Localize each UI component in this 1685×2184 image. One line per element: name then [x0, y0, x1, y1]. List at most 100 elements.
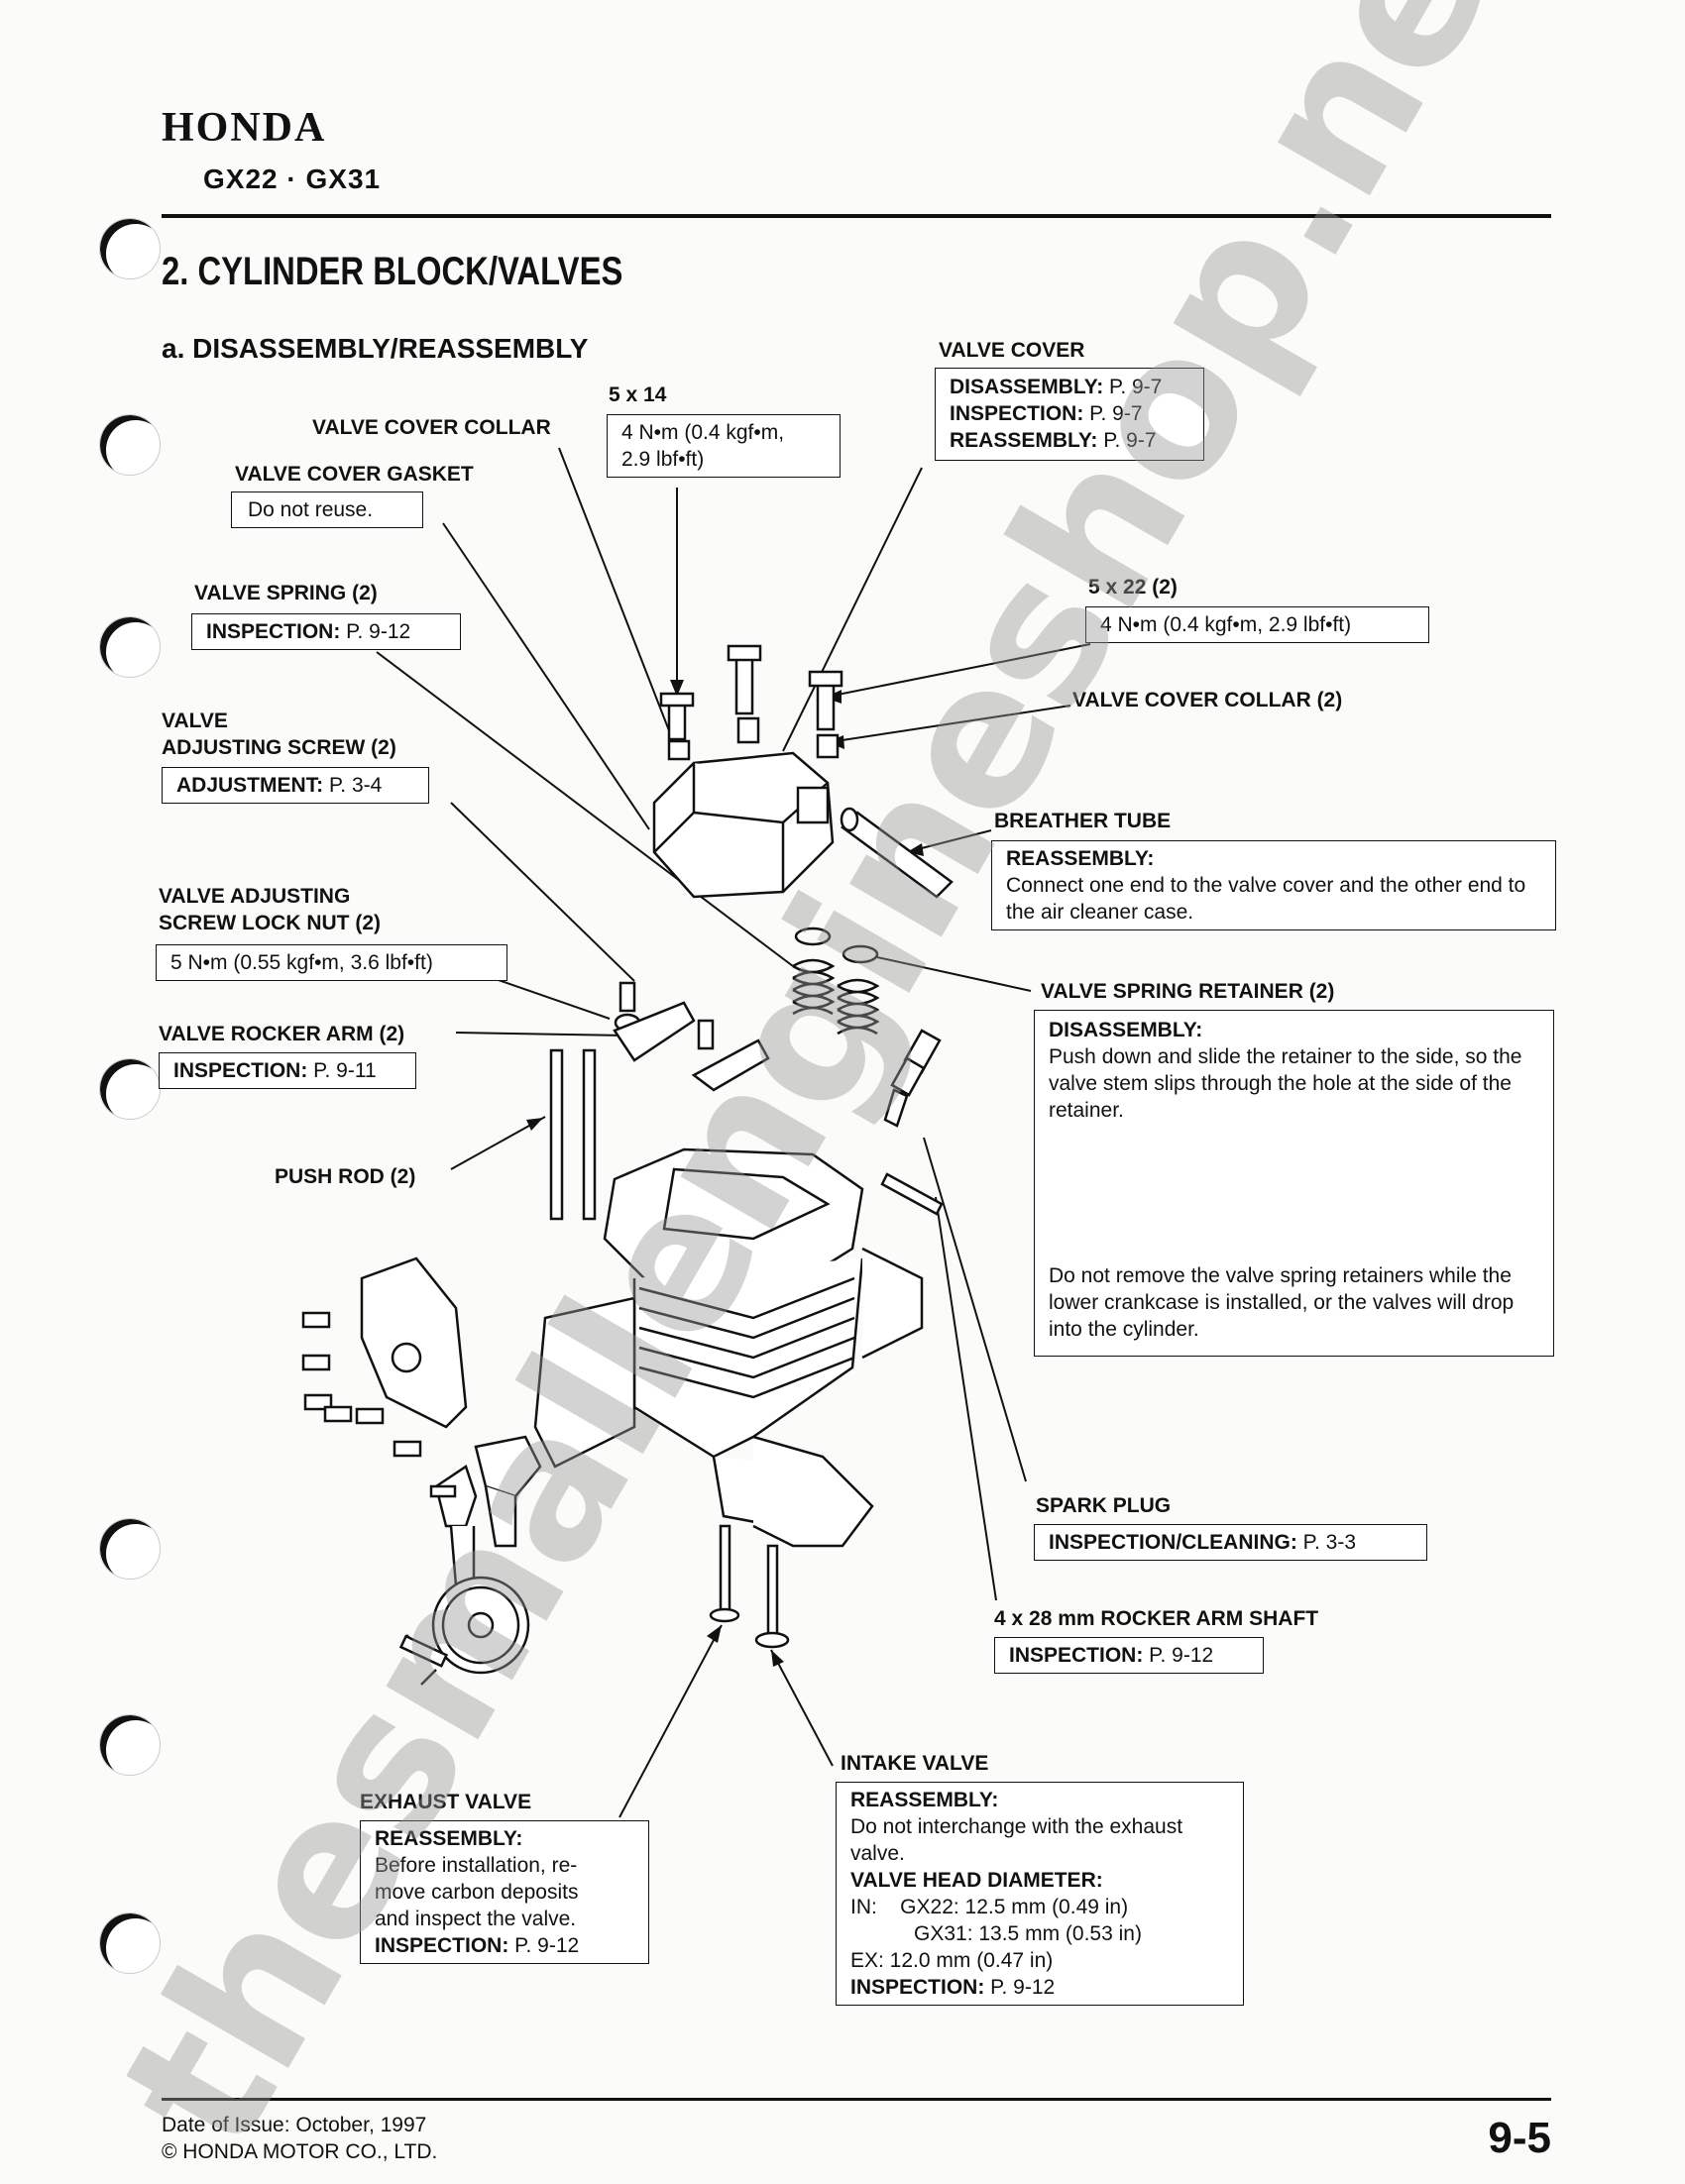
intake-valve-inspection-head: INSPECTION:: [850, 1976, 985, 1999]
cam-gear: [398, 1576, 530, 1686]
valve-spring-retainer-note: Do not remove the valve spring retainers…: [1049, 1264, 1515, 1341]
leader-lines: [376, 447, 1091, 1818]
bolt-5x22-torque-box: 4 N•m (0.4 kgf•m, 2.9 lbf•ft): [1085, 606, 1429, 643]
exhaust-valve-inspection-head: INSPECTION:: [375, 1934, 509, 1957]
valve-cover-gasket-note-text: Do not reuse.: [248, 498, 374, 521]
spark-plug-inspection-ref: P. 3-3: [1296, 1531, 1356, 1554]
valve-spring-retainer-disassembly-head: DISASSEMBLY:: [1049, 1019, 1203, 1041]
valve-adjusting-screw-adjustment-ref: P. 3-4: [323, 774, 383, 797]
cylinder-block: [533, 1147, 924, 1548]
valve-cover-box: DISASSEMBLY: P. 9-7 INSPECTION: P. 9-7 R…: [935, 368, 1204, 461]
valve-springs: [792, 927, 880, 1036]
intake-valve-inspection-ref: P. 9-12: [984, 1976, 1056, 1999]
section-title: 2. CYLINDER BLOCK/VALVES: [162, 250, 623, 293]
intake-valve-label: INTAKE VALVE: [841, 1752, 989, 1775]
spark-plug-inspection-head: INSPECTION/CLEANING:: [1049, 1531, 1297, 1554]
bolt-5x14-torque-line1: 4 N•m (0.4 kgf•m,: [621, 421, 785, 444]
valve-cover-gasket-label: VALVE COVER GASKET: [235, 463, 474, 486]
cam-followers: [429, 1435, 542, 1587]
binder-hole: [99, 1058, 161, 1120]
rocker-shaft-inspection-head: INSPECTION:: [1009, 1644, 1144, 1667]
rocker-arm-box: INSPECTION: P. 9-11: [159, 1052, 416, 1089]
bolt-5x22-torque: 4 N•m (0.4 kgf•m, 2.9 lbf•ft): [1100, 613, 1352, 636]
exhaust-valve-label: EXHAUST VALVE: [360, 1791, 532, 1813]
lock-nut-torque-box: 5 N•m (0.55 kgf•m, 3.6 lbf•ft): [156, 944, 507, 981]
exhaust-valve-line-1: Before installation, re-: [375, 1854, 578, 1877]
intake-valve-instruction: Do not interchange with the exhaust valv…: [850, 1815, 1183, 1865]
valve-cover-reassembly-ref: P. 9-7: [1097, 429, 1157, 452]
bolt-5x14-torque-box: 4 N•m (0.4 kgf•m, 2.9 lbf•ft): [607, 414, 841, 478]
breather-tube: [840, 807, 954, 899]
spark-plug-box: INSPECTION/CLEANING: P. 3-3: [1034, 1524, 1427, 1561]
rocker-shaft-inspection-ref: P. 9-12: [1143, 1644, 1214, 1667]
model-names: GX22 · GX31: [203, 164, 382, 194]
valve-cover-inspection-ref: P. 9-7: [1083, 402, 1143, 425]
bolt-5x14-torque-line2: 2.9 lbf•ft): [621, 448, 705, 471]
valve-adjusting-screw-box: ADJUSTMENT: P. 3-4: [162, 767, 429, 804]
breather-tube-reassembly-head: REASSEMBLY:: [1006, 847, 1155, 870]
valve-cover-disassembly-ref: P. 9-7: [1103, 376, 1163, 398]
intake-valve-reassembly-head: REASSEMBLY:: [850, 1789, 999, 1811]
valve-cover-collar-label: VALVE COVER COLLAR: [312, 416, 551, 439]
exhaust-valve-box: REASSEMBLY: Before installation, re- mov…: [360, 1820, 649, 1964]
sub-title: a. DISASSEMBLY/REASSEMBLY: [162, 333, 589, 364]
binder-hole: [99, 1912, 161, 1974]
footer-rule: [162, 2098, 1551, 2101]
intake-valve-box: REASSEMBLY: Do not interchange with the …: [836, 1782, 1244, 2006]
rocker-shaft-box: INSPECTION: P. 9-12: [994, 1637, 1264, 1674]
valves: [709, 1524, 790, 1649]
rocker-arm-shaft: [880, 1172, 944, 1216]
valve-spring-inspection-ref: P. 9-12: [340, 620, 411, 643]
copyright: © HONDA MOTOR CO., LTD.: [162, 2140, 438, 2163]
exhaust-valve-inspection-ref: P. 9-12: [508, 1934, 580, 1957]
valve-cover-collar-2-label: VALVE COVER COLLAR (2): [1072, 689, 1343, 711]
rocker-arm-inspection-ref: P. 9-11: [307, 1059, 377, 1082]
valve-cover-inspection-head: INSPECTION:: [950, 402, 1084, 425]
valve-adjusting-screw-title-2: ADJUSTING SCREW (2): [162, 736, 396, 759]
brand-logo: HONDA: [162, 105, 327, 151]
valve-cover-bolts: [659, 644, 843, 761]
exhaust-valve-reassembly-head: REASSEMBLY:: [375, 1827, 523, 1850]
exhaust-diameter: EX: 12.0 mm (0.47 in): [850, 1949, 1054, 1972]
binder-hole: [99, 1518, 161, 1580]
intake-diameter-gx31: GX31: 13.5 mm (0.53 in): [914, 1922, 1142, 1945]
intake-diameter-gx22: IN: GX22: 12.5 mm (0.49 in): [850, 1896, 1129, 1918]
push-rod-label: PUSH ROD (2): [275, 1165, 416, 1188]
spark-plug-label: SPARK PLUG: [1036, 1494, 1172, 1517]
exhaust-valve-line-2: move carbon deposits: [375, 1881, 579, 1904]
exhaust-valve-line-3: and inspect the valve.: [375, 1908, 577, 1930]
valve-cover-label: VALVE COVER: [939, 339, 1085, 362]
breather-tube-instruction: Connect one end to the valve cover and t…: [1006, 874, 1526, 924]
rocker-arm-inspection-head: INSPECTION:: [173, 1059, 308, 1082]
valve-cover-reassembly-head: REASSEMBLY:: [950, 429, 1098, 452]
valve-spring-retainer-label: VALVE SPRING RETAINER (2): [1041, 980, 1335, 1003]
valve-spring-box: INSPECTION: P. 9-12: [191, 613, 461, 650]
bolt-5x14-label: 5 x 14: [609, 383, 667, 406]
crankcase-cover: [360, 1256, 468, 1429]
valve-cover: [652, 751, 835, 899]
valve-spring-retainer-instruction: Push down and slide the retainer to the …: [1049, 1045, 1522, 1122]
breather-tube-label: BREATHER TUBE: [994, 810, 1172, 832]
valve-adjusting-screw-label: VALVE ADJUSTING SCREW (2): [162, 708, 396, 761]
lock-nut-title-1: VALVE ADJUSTING: [159, 885, 351, 908]
lock-nut-label: VALVE ADJUSTING SCREW LOCK NUT (2): [159, 883, 381, 936]
valve-cover-disassembly-head: DISASSEMBLY:: [950, 376, 1104, 398]
breather-tube-box: REASSEMBLY: Connect one end to the valve…: [991, 840, 1556, 930]
header-rule: [162, 214, 1551, 218]
lock-nut-torque: 5 N•m (0.55 kgf•m, 3.6 lbf•ft): [170, 951, 433, 974]
valve-cover-gasket-note: Do not reuse.: [231, 491, 423, 528]
valve-spring-inspection-head: INSPECTION:: [206, 620, 341, 643]
page-number: 9-5: [1488, 2114, 1551, 2162]
rocker-assembly: [549, 981, 770, 1221]
valve-spring-label: VALVE SPRING (2): [194, 582, 378, 604]
binder-hole: [99, 414, 161, 476]
issue-date: Date of Issue: October, 1997: [162, 2114, 427, 2136]
valve-adjusting-screw-title-1: VALVE: [162, 710, 228, 732]
rocker-arm-label: VALVE ROCKER ARM (2): [159, 1023, 405, 1045]
spark-plug: [883, 1029, 942, 1128]
cover-bolts: [301, 1311, 422, 1458]
binder-hole: [99, 1714, 161, 1776]
lock-nut-title-2: SCREW LOCK NUT (2): [159, 912, 381, 934]
valve-head-diameter-head: VALVE HEAD DIAMETER:: [850, 1869, 1103, 1892]
